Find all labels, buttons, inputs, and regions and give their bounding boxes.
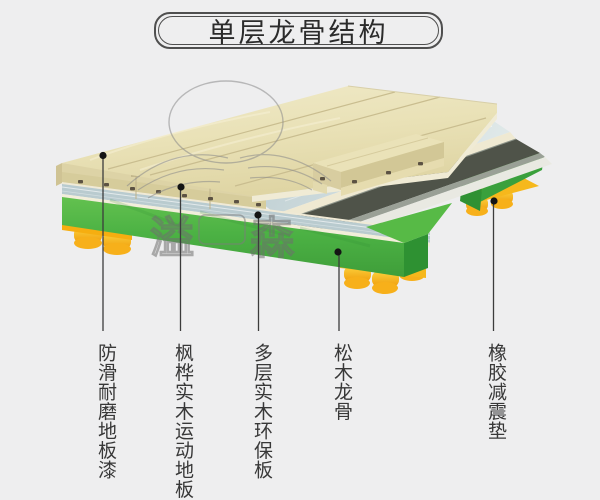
label-pine-keel: 松木龙骨 [331,343,352,421]
title-badge-inner-border: 单层龙骨结构 [158,16,439,48]
eco-board-edge-strip [62,194,430,247]
pine-keel-top-sliver [366,203,452,243]
board-end-cap [56,163,62,186]
watermark-right-wing-icon [239,154,332,191]
label-eco-plywood: 多层实木环保板 [251,343,272,480]
sample-board-side-face [341,142,444,188]
watermark: 溢 森 [126,80,332,264]
watermark-char-right: 森 [250,214,295,263]
watermark-char-left: 溢 [150,214,194,263]
watermark-square-icon [198,214,246,245]
sample-board-tongue [313,181,327,194]
label-maple-birch-board: 枫桦实木运动地板 [172,343,193,499]
pine-keel-front [62,197,452,277]
watermark-left-wing-icon [126,154,229,199]
sample-floorboard [313,134,444,196]
pine-keel-end-face [404,234,428,277]
callout-lines [102,155,495,331]
sample-board-side-tongue [341,158,444,196]
label-rubber-pad: 橡胶减震垫 [485,343,506,441]
callout-dots [99,151,498,256]
label-floor-paint: 防滑耐磨地板漆 [95,343,116,480]
watermark-circle-icon [168,80,284,164]
page-title: 单层龙骨结构 [208,18,389,48]
title-badge: 单层龙骨结构 [154,12,443,49]
